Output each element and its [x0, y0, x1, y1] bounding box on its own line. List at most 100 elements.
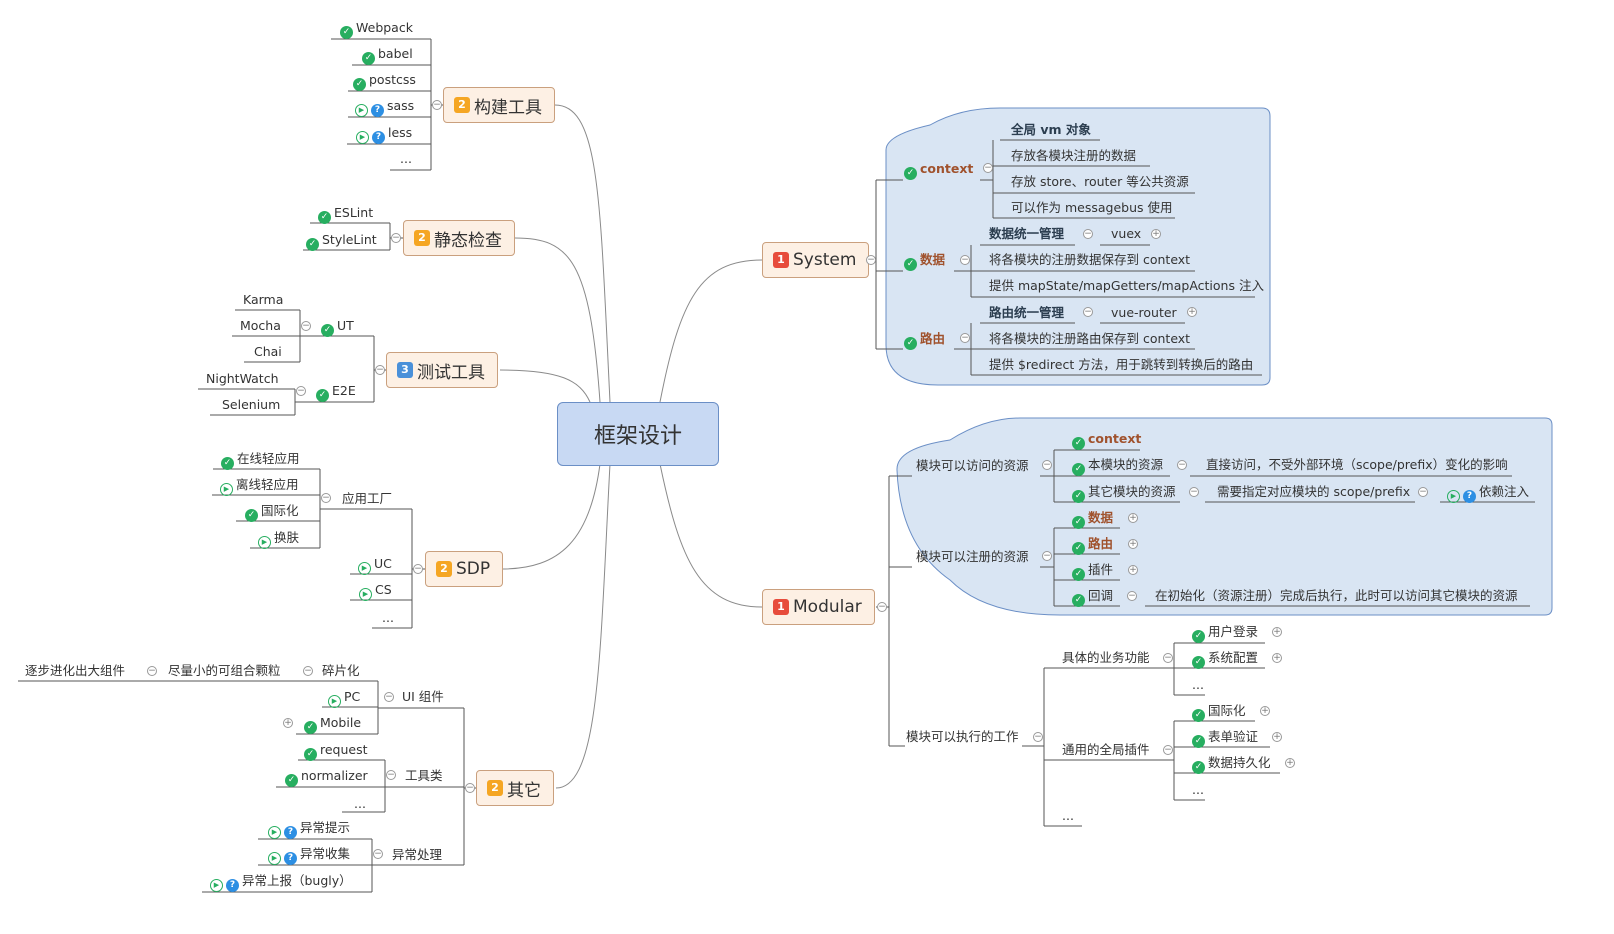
plugin-persist[interactable]: ✓数据持久化: [1192, 755, 1271, 774]
subtopic-stylelint[interactable]: ✓StyleLint: [306, 232, 377, 251]
collapse-toggle[interactable]: −: [877, 602, 887, 612]
context-public-res[interactable]: 存放 store、router 等公共资源: [1011, 174, 1189, 189]
subtopic-registerable[interactable]: 模块可以注册的资源: [916, 549, 1029, 564]
subtopic-webpack[interactable]: ✓Webpack: [340, 20, 413, 39]
reg-plugin[interactable]: ✓插件: [1072, 562, 1113, 581]
access-own-desc[interactable]: 直接访问，不受外部环境（scope/prefix）变化的影响: [1206, 457, 1508, 472]
subtopic-karma[interactable]: Karma: [243, 292, 284, 307]
reg-callback-desc[interactable]: 在初始化（资源注册）完成后执行，此时可以访问其它模块的资源: [1155, 588, 1518, 603]
subtopic-sass[interactable]: ▶?sass: [355, 98, 414, 117]
subtopic-offline-app[interactable]: ▶离线轻应用: [220, 477, 299, 496]
route-redirect[interactable]: 提供 $redirect 方法，用于跳转到转换后的路由: [989, 357, 1254, 372]
collapse-toggle[interactable]: −: [1083, 307, 1093, 317]
collapse-toggle[interactable]: −: [1083, 229, 1093, 239]
collapse-toggle[interactable]: −: [1163, 745, 1173, 755]
expand-toggle[interactable]: +: [1187, 307, 1197, 317]
collapse-toggle[interactable]: −: [1418, 487, 1428, 497]
collapse-toggle[interactable]: −: [1127, 591, 1137, 601]
collapse-toggle[interactable]: −: [1042, 460, 1052, 470]
route-save[interactable]: 将各模块的注册路由保存到 context: [989, 331, 1191, 346]
collapse-toggle[interactable]: −: [373, 849, 383, 859]
collapse-toggle[interactable]: −: [375, 365, 385, 375]
subtopic-cs[interactable]: ▶CS: [359, 582, 392, 601]
subtopic-babel[interactable]: ✓babel: [362, 46, 413, 65]
subtopic-granule[interactable]: 尽量小的可组合颗粒: [168, 663, 281, 678]
route-mgmt[interactable]: 路由统一管理: [989, 305, 1065, 320]
collapse-toggle[interactable]: −: [391, 233, 401, 243]
collapse-toggle[interactable]: −: [386, 770, 396, 780]
subtopic-ut[interactable]: ✓UT: [321, 318, 354, 337]
collapse-toggle[interactable]: −: [960, 255, 970, 265]
subtopic-tools[interactable]: 工具类: [405, 768, 443, 783]
subtopic-i18n[interactable]: ✓国际化: [245, 503, 299, 522]
collapse-toggle[interactable]: −: [866, 255, 876, 265]
subtopic-pc[interactable]: ▶PC: [328, 689, 360, 708]
data-vuex[interactable]: vuex: [1111, 226, 1142, 241]
subtopic-normalizer[interactable]: ✓normalizer: [285, 768, 368, 787]
work-more[interactable]: ...: [1062, 808, 1074, 823]
expand-toggle[interactable]: +: [1285, 758, 1295, 768]
expand-toggle[interactable]: +: [1128, 513, 1138, 523]
subtopic-route[interactable]: ✓路由: [904, 331, 945, 350]
root-topic[interactable]: 框架设计: [557, 402, 719, 466]
subtopic-uc[interactable]: ▶UC: [358, 556, 392, 575]
work-plugins[interactable]: 通用的全局插件: [1062, 742, 1150, 757]
subtopic-less[interactable]: ▶?less: [356, 125, 412, 144]
expand-toggle[interactable]: +: [283, 718, 293, 728]
collapse-toggle[interactable]: −: [413, 564, 423, 574]
subtopic-fragment[interactable]: 碎片化: [322, 663, 360, 678]
subtopic-mocha[interactable]: Mocha: [240, 318, 281, 333]
access-other-desc[interactable]: 需要指定对应模块的 scope/prefix: [1217, 484, 1411, 499]
subtopic-online-app[interactable]: ✓在线轻应用: [221, 451, 300, 470]
expand-toggle[interactable]: +: [1128, 539, 1138, 549]
subtopic-error-collect[interactable]: ▶?异常收集: [268, 846, 350, 865]
access-own[interactable]: ✓本模块的资源: [1072, 457, 1163, 476]
context-vm[interactable]: 全局 vm 对象: [1011, 122, 1091, 137]
collapse-toggle[interactable]: −: [321, 493, 331, 503]
data-mgmt[interactable]: 数据统一管理: [989, 226, 1065, 241]
access-other-di[interactable]: ▶?依赖注入: [1447, 484, 1529, 503]
collapse-toggle[interactable]: −: [303, 666, 313, 676]
collapse-toggle[interactable]: −: [960, 333, 970, 343]
context-messagebus[interactable]: 可以作为 messagebus 使用: [1011, 200, 1173, 215]
expand-toggle[interactable]: +: [1272, 653, 1282, 663]
subtopic-nightwatch[interactable]: NightWatch: [206, 371, 279, 386]
subtopic-error[interactable]: 异常处理: [392, 847, 443, 862]
subtopic-app-factory[interactable]: 应用工厂: [342, 491, 393, 506]
expand-toggle[interactable]: +: [1151, 229, 1161, 239]
subtopic-error-tip[interactable]: ▶?异常提示: [268, 820, 350, 839]
context-store-data[interactable]: 存放各模块注册的数据: [1011, 148, 1137, 163]
expand-toggle[interactable]: +: [1272, 627, 1282, 637]
subtopic-work[interactable]: 模块可以执行的工作: [906, 729, 1019, 744]
subtopic-mobile[interactable]: ✓Mobile: [304, 715, 361, 734]
collapse-toggle[interactable]: −: [296, 386, 306, 396]
access-other[interactable]: ✓其它模块的资源: [1072, 484, 1176, 503]
subtopic-postcss[interactable]: ✓postcss: [353, 72, 416, 91]
subtopic-data[interactable]: ✓数据: [904, 252, 945, 271]
subtopic-eslint[interactable]: ✓ESLint: [318, 205, 373, 224]
subtopic-more[interactable]: ...: [354, 796, 366, 811]
subtopic-e2e[interactable]: ✓E2E: [316, 383, 356, 402]
collapse-toggle[interactable]: −: [432, 100, 442, 110]
work-biz[interactable]: 具体的业务功能: [1062, 650, 1150, 665]
collapse-toggle[interactable]: −: [465, 783, 475, 793]
collapse-toggle[interactable]: −: [983, 163, 993, 173]
subtopic-selenium[interactable]: Selenium: [222, 397, 281, 412]
access-context[interactable]: ✓context: [1072, 431, 1141, 450]
subtopic-context[interactable]: ✓context: [904, 161, 973, 180]
expand-toggle[interactable]: +: [1128, 565, 1138, 575]
reg-route[interactable]: ✓路由: [1072, 536, 1113, 555]
plugin-more[interactable]: ...: [1192, 782, 1204, 797]
plugin-form[interactable]: ✓表单验证: [1192, 729, 1258, 748]
subtopic-request[interactable]: ✓request: [304, 742, 368, 761]
collapse-toggle[interactable]: −: [147, 666, 157, 676]
route-vue-router[interactable]: vue-router: [1111, 305, 1177, 320]
collapse-toggle[interactable]: −: [1177, 460, 1187, 470]
expand-toggle[interactable]: +: [1272, 732, 1282, 742]
